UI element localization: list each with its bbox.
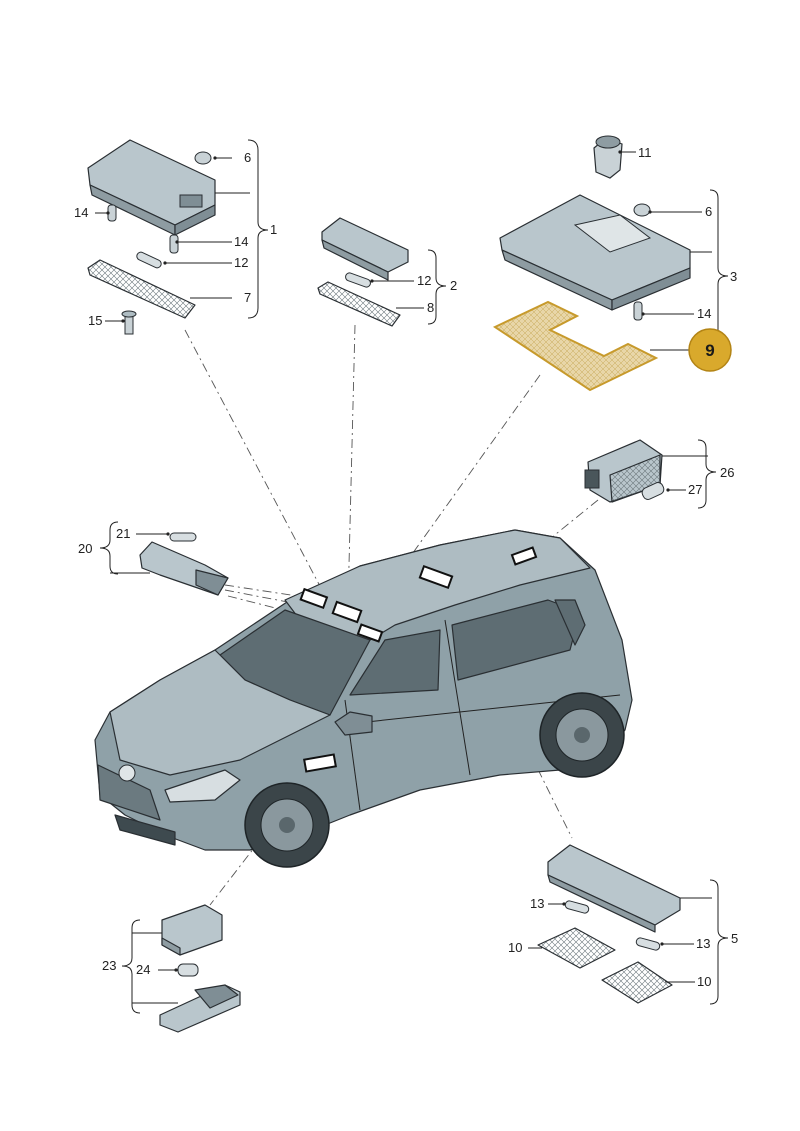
bulb-13-right xyxy=(635,937,661,951)
lens-8 xyxy=(317,281,401,327)
bulb-13-left xyxy=(564,900,590,914)
bulb-27 xyxy=(641,482,665,500)
marker-rear xyxy=(510,546,538,566)
rear-wheel xyxy=(539,692,625,778)
callout-9: 9 xyxy=(705,341,714,360)
callout-1: 1 xyxy=(270,222,277,237)
marker-front-center xyxy=(331,600,363,624)
car xyxy=(94,529,633,868)
callout-11: 11 xyxy=(638,145,652,160)
callout-7: 7 xyxy=(244,290,251,305)
bulb-14-right xyxy=(169,234,179,254)
lens-10-left xyxy=(537,927,616,969)
callout-13a: 13 xyxy=(530,896,544,911)
callout-14a: 14 xyxy=(234,234,248,249)
lens-7 xyxy=(87,259,196,319)
group-3: 9 11 6 3 14 xyxy=(492,135,737,392)
callout-6a: 6 xyxy=(244,150,251,165)
group-26: 26 27 xyxy=(584,439,734,509)
callout-8: 8 xyxy=(427,300,434,315)
group-1: 6 1 14 12 7 14 15 xyxy=(74,139,277,335)
marker-front-right xyxy=(356,623,384,643)
callout-12b: 12 xyxy=(417,273,431,288)
callout-10a: 10 xyxy=(508,940,522,955)
marker-front-left xyxy=(299,587,329,610)
headlight xyxy=(164,769,241,803)
side-mirror xyxy=(334,711,373,736)
lower-grille xyxy=(114,814,176,846)
group-20: 21 20 xyxy=(78,521,229,596)
callout-5: 5 xyxy=(731,931,738,946)
marker-door xyxy=(303,753,337,773)
seal-9-highlighted xyxy=(492,300,659,392)
callout-14b: 14 xyxy=(74,205,88,220)
group-2: 12 2 8 xyxy=(317,217,457,327)
bulb-12-left xyxy=(136,251,162,269)
callout-24: 24 xyxy=(136,962,150,977)
callout-13b: 13 xyxy=(696,936,710,951)
switch-11 xyxy=(593,135,623,179)
clip-6-left xyxy=(194,151,212,165)
logo-emblem xyxy=(118,764,136,782)
clip-6-right xyxy=(633,203,651,217)
callout-6b: 6 xyxy=(705,204,712,219)
callout-2: 2 xyxy=(450,278,457,293)
bulb-12-middle xyxy=(345,272,371,288)
badge-9 xyxy=(688,328,732,372)
side-window-front xyxy=(349,629,441,696)
callout-21: 21 xyxy=(116,526,130,541)
front-wheel xyxy=(244,782,330,868)
callout-23: 23 xyxy=(102,958,116,973)
bulb-21 xyxy=(169,532,197,542)
rear-quarter-window xyxy=(554,599,586,646)
callout-14c: 14 xyxy=(697,306,711,321)
bulb-24 xyxy=(177,963,199,977)
callout-15: 15 xyxy=(88,313,102,328)
callout-12a: 12 xyxy=(234,255,248,270)
callout-20: 20 xyxy=(78,541,92,556)
lens-10-right xyxy=(601,961,673,1004)
hood xyxy=(109,649,331,776)
group-23: 23 24 xyxy=(102,904,241,1033)
callout-10b: 10 xyxy=(697,974,711,989)
marker-rear-center xyxy=(418,564,454,590)
screw-15 xyxy=(121,310,137,335)
callout-26: 26 xyxy=(720,465,734,480)
callout-3: 3 xyxy=(730,269,737,284)
group-5: 13 10 13 5 10 xyxy=(508,844,738,1005)
grille xyxy=(97,764,161,821)
callout-27: 27 xyxy=(688,482,702,497)
bulb-14-right-group xyxy=(633,301,643,321)
